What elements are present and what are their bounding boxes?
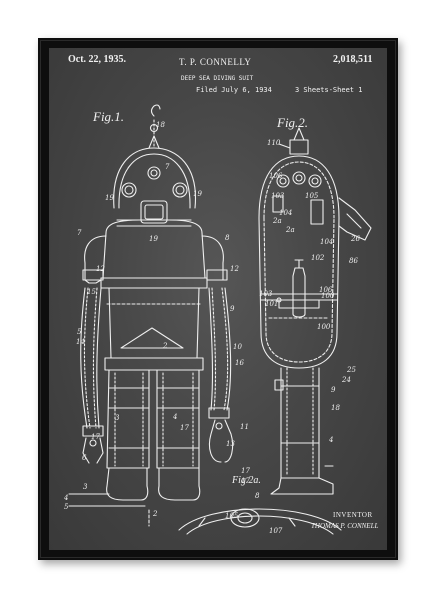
svg-text:4: 4 [328,436,333,444]
svg-text:14: 14 [76,338,85,346]
svg-text:103: 103 [271,192,285,200]
svg-text:103: 103 [259,290,273,298]
svg-text:102: 102 [311,254,325,262]
svg-text:5: 5 [77,328,82,336]
svg-text:6: 6 [82,454,87,462]
svg-text:107: 107 [269,527,283,535]
svg-text:24: 24 [341,376,351,384]
svg-text:7: 7 [77,229,82,237]
fig1-diving-suit-front [68,104,234,527]
svg-text:110: 110 [267,139,281,147]
svg-text:3: 3 [83,483,88,491]
svg-text:18: 18 [331,404,340,412]
svg-text:5: 5 [64,503,69,511]
svg-text:2: 2 [152,510,158,518]
svg-text:13: 13 [226,440,235,448]
patent-drawing: 18 19 19 19 7 7 8 12 12 15 9 2 5 14 10 1… [63,104,372,535]
fig2a-label: Fig.2a. [232,475,261,486]
svg-text:9: 9 [230,305,235,313]
svg-text:25: 25 [346,366,356,374]
fig2-label: Fig.2. [277,115,309,130]
svg-text:10: 10 [233,343,242,351]
frame-bevel [40,40,396,558]
svg-text:3: 3 [115,414,120,422]
svg-text:105: 105 [305,192,319,200]
svg-text:12: 12 [230,265,239,273]
svg-text:26: 26 [350,235,360,243]
svg-text:17: 17 [241,467,250,475]
inventor-header: T. P. CONNELLY [179,57,252,67]
svg-text:104: 104 [320,238,333,246]
svg-text:2a: 2a [285,226,295,234]
svg-text:15: 15 [87,288,96,296]
svg-text:86: 86 [349,257,358,265]
svg-text:18: 18 [156,121,165,129]
svg-text:104: 104 [279,209,292,217]
fig1-label: Fig.1. [93,109,125,124]
patent-date: Oct. 22, 1935. [68,54,127,65]
svg-text:17: 17 [180,424,189,432]
svg-text:2: 2 [162,342,168,350]
filed-date: Filed July 6, 1934 [196,86,272,94]
svg-text:4: 4 [172,413,177,421]
svg-text:17: 17 [91,433,100,441]
svg-text:7: 7 [165,163,170,171]
svg-text:106: 106 [319,286,333,294]
svg-text:8: 8 [225,234,230,242]
svg-text:4: 4 [63,494,68,502]
fig2-diving-suit-section [258,127,372,495]
svg-text:101: 101 [265,300,278,308]
svg-text:16: 16 [235,359,244,367]
svg-text:17: 17 [241,477,250,485]
patent-title: DEEP SEA DIVING SUIT [181,75,254,82]
svg-text:19: 19 [149,235,158,243]
fig2a-detail [178,508,342,535]
svg-text:105: 105 [225,512,239,520]
svg-text:19: 19 [105,194,114,202]
svg-text:9: 9 [331,386,336,394]
inventor-name: THOMAS P. CONNELL [311,522,379,530]
svg-text:12: 12 [96,265,105,273]
svg-text:100: 100 [317,323,331,331]
inventor-label: INVENTOR [333,511,373,519]
svg-text:2a: 2a [272,217,282,225]
svg-text:19: 19 [193,190,202,198]
svg-text:100: 100 [321,292,335,300]
sheets-count: 3 Sheets-Sheet 1 [295,86,363,94]
reference-numerals: 18 19 19 19 7 7 8 12 12 15 9 2 5 14 10 1… [63,121,360,535]
patent-number: 2,018,511 [333,54,373,65]
svg-text:11: 11 [240,423,249,431]
svg-text:106: 106 [269,172,283,180]
patent-print: Oct. 22, 1935. T. P. CONNELLY 2,018,511 … [49,48,387,550]
svg-text:8: 8 [255,492,260,500]
